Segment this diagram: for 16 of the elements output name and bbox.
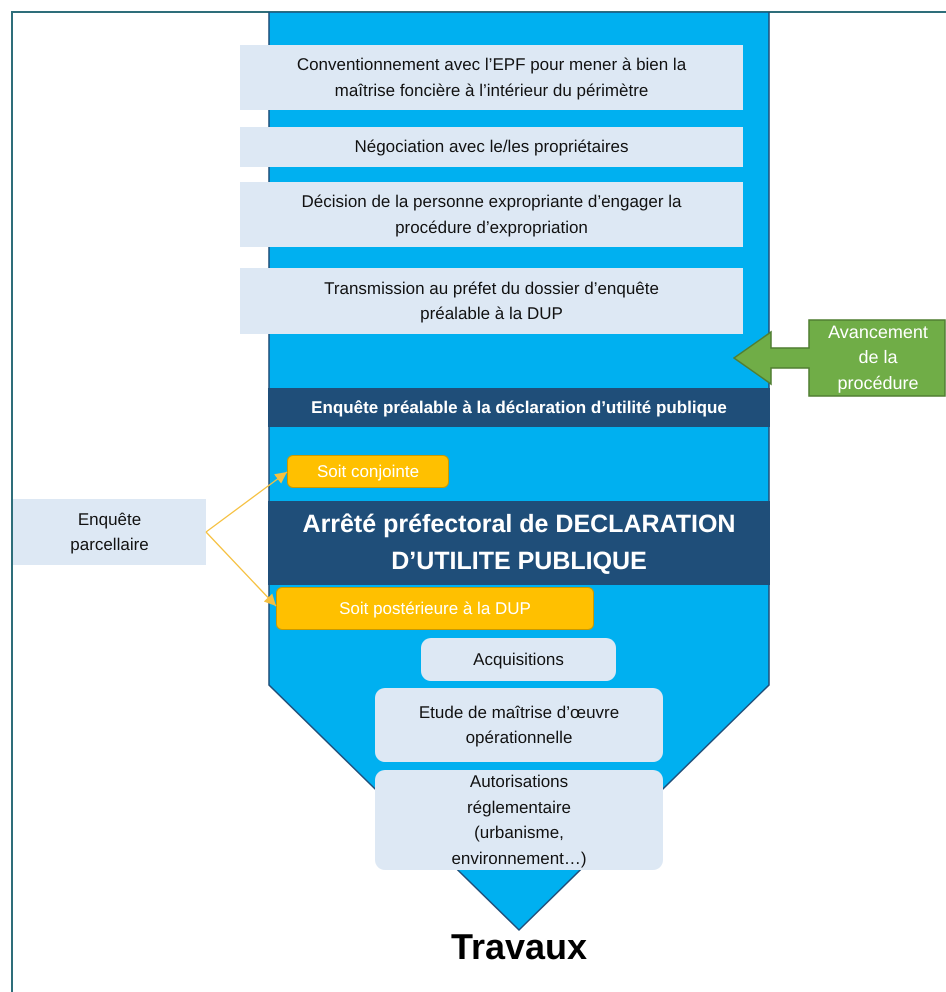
stage-banner: Arrêté préfectoral de DECLARATION D’UTILITE PUBLIQUE [268,501,770,585]
step-box: Conventionnement avec l’EPF pour mener à bien la maîtrise foncière à l’intérieur du périmètre [240,45,743,110]
step-box: Transmission au préfet du dossier d’enquête préalable à la DUP [240,268,743,334]
step-box: Acquisitions [421,638,616,681]
step-box: Etude de maîtrise d’œuvre opérationnelle [375,688,663,762]
arrow [206,471,288,533]
step-box: Enquête parcellaire [13,499,206,565]
stage-banner: Enquête préalable à la déclaration d’utilité publique [268,388,770,427]
outcome-label: Travaux [450,925,588,968]
step-box: Autorisations réglementaire (urbanisme, environnement…) [375,770,663,870]
option-tag: Soit conjointe [287,455,449,488]
arrow [206,532,276,606]
progress-arrow: Avancement de la procédure [733,319,946,397]
option-tag: Soit postérieure à la DUP [276,587,594,630]
step-box: Négociation avec le/les propriétaires [240,127,743,167]
step-box: Décision de la personne expropriante d’engager la procédure d’expropriation [240,182,743,247]
